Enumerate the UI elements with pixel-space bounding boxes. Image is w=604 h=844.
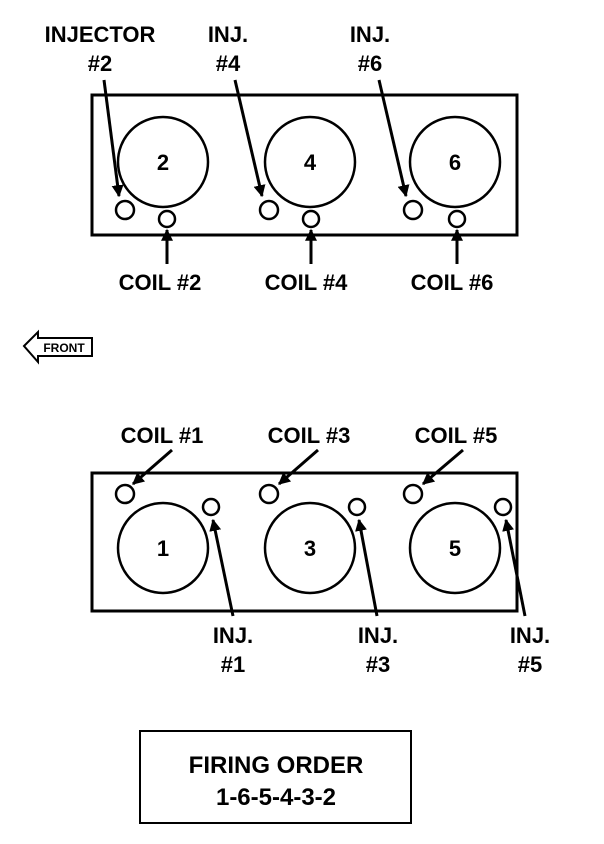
cylinder-number: 6 [449,150,461,175]
cylinder-1 [116,501,210,595]
coil-label: COIL #5 [415,423,498,448]
injector-number: #4 [216,51,241,76]
front-arrow-icon: FRONT [22,329,93,365]
injector-port-1 [201,497,221,517]
coil-label: COIL #3 [268,423,351,448]
coil-port-5 [402,483,424,505]
firing-order-sequence: 1-6-5-4-3-2 [216,784,336,811]
cylinder-number: 3 [304,536,316,561]
coil-port-1 [114,483,136,505]
cylinder-2 [116,115,210,209]
cylinder-6 [408,115,502,209]
injector-number: #5 [518,652,542,677]
arrow-injector-1 [209,518,235,617]
injector-number: #6 [358,51,382,76]
coil-label: COIL #6 [411,270,494,295]
injector-port-2 [114,199,136,221]
injector-label: INJ. [358,623,398,648]
injector-label: INJECTOR [45,22,156,47]
firing-order-box: FIRING ORDER 1-6-5-4-3-2 [139,730,412,824]
front-arrow-shape [22,329,93,365]
arrow-coil-1 [132,448,173,486]
bottom-bank: COIL #1 COIL #3 COIL #5 1 3 5 INJ. #1 IN… [90,423,550,677]
cylinder-4 [263,115,357,209]
injector-port-3 [347,497,367,517]
cylinder-number: 4 [304,150,317,175]
arrow-injector-5 [502,518,527,617]
arrow-coil-3 [278,448,319,486]
injector-number: #1 [221,652,245,677]
cylinder-number: 2 [157,150,169,175]
cylinder-number: 5 [449,536,461,561]
top-bank: 2 4 6 INJECTOR #2 INJ. #4 INJ. #6 COIL #… [45,22,519,295]
injector-label: INJ. [350,22,390,47]
coil-label: COIL #1 [121,423,204,448]
coil-port-6 [447,209,467,229]
coil-port-3 [258,483,280,505]
arrow-injector-3 [355,518,379,617]
cylinder-3 [263,501,357,595]
coil-port-4 [301,209,321,229]
injector-port-4 [258,199,280,221]
coil-label: COIL #2 [119,270,202,295]
injector-number: #2 [88,51,112,76]
arrow-coil-5 [422,448,464,486]
firing-order-title: FIRING ORDER [189,752,364,779]
firing-order-frame [139,730,412,824]
injector-number: #3 [366,652,390,677]
arrow-injector-6 [377,79,410,198]
injector-port-6 [402,199,424,221]
arrow-injector-2 [102,79,124,198]
arrow-injector-4 [233,79,266,198]
injector-label: INJ. [213,623,253,648]
injector-label: INJ. [208,22,248,47]
front-label: FRONT [43,341,85,355]
coil-port-2 [157,209,177,229]
coil-label: COIL #4 [265,270,349,295]
injector-label: INJ. [510,623,550,648]
cylinder-number: 1 [157,536,169,561]
cylinder-5 [408,501,502,595]
injector-port-5 [493,497,513,517]
